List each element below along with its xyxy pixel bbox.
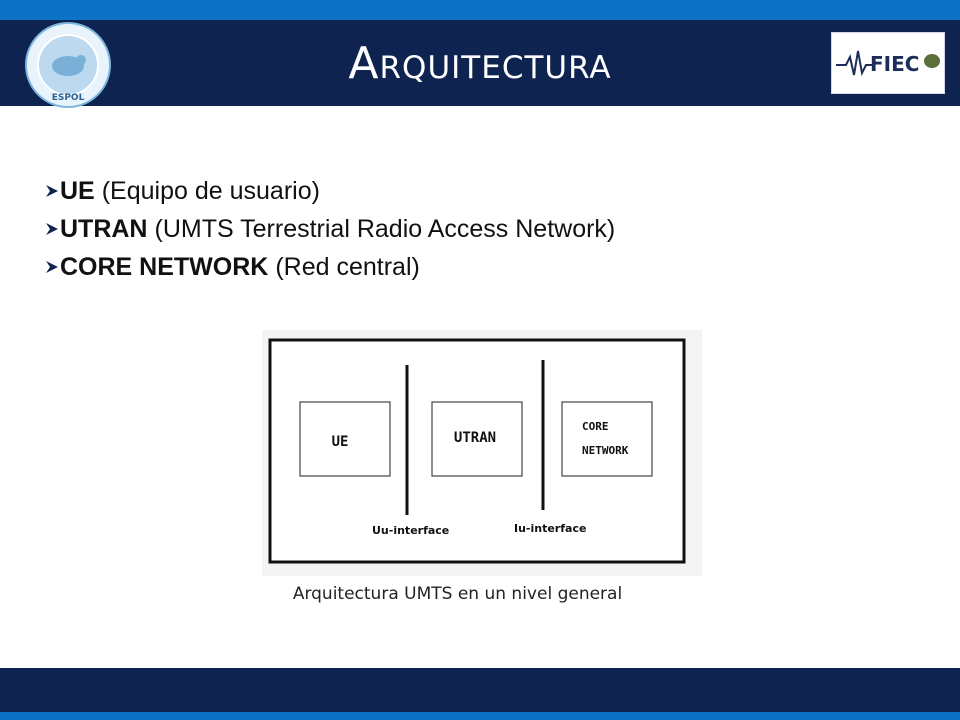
iu-interface-label: Iu-interface (514, 522, 586, 535)
utran-block (431, 401, 523, 477)
footer-bar (0, 668, 960, 712)
figure-caption: Arquitectura UMTS en un nivel general (0, 584, 960, 604)
network-label: NETWORK (582, 444, 629, 457)
footer-accent-strip (0, 712, 960, 720)
fiec-logo-text: FIEC (870, 52, 919, 76)
bullet-term: CORE NETWORK (60, 253, 269, 281)
bullet-item: CORE NETWORK(Red central) (44, 248, 824, 286)
uu-interface-label: Uu-interface (372, 524, 449, 537)
ue-block (299, 401, 391, 477)
arrow-bullet-icon (46, 223, 58, 235)
bullet-term: UTRAN (60, 215, 148, 243)
bullet-item: UE(Equipo de usuario) (44, 172, 824, 210)
bullet-list: UE(Equipo de usuario) UTRAN(UMTS Terrest… (44, 172, 824, 286)
caption-text: Arquitectura UMTS en un nivel general (292, 584, 623, 604)
umts-architecture-diagram: UE UTRAN CORE NETWORK Uu-interface Iu-in… (262, 330, 702, 576)
arrow-bullet-icon (46, 261, 58, 273)
header-accent-strip (0, 0, 960, 20)
bullet-term: UE (60, 177, 95, 205)
espol-seal-logo: ESPOL (25, 22, 111, 108)
seal-label: ESPOL (52, 93, 85, 103)
slide-header: Arquitectura (0, 20, 960, 106)
slide-title: Arquitectura (348, 37, 612, 89)
fiec-logo: FIEC (831, 32, 945, 94)
utran-label: UTRAN (454, 430, 496, 446)
bullet-description: (UMTS Terrestrial Radio Access Network) (154, 215, 616, 243)
core-label: CORE (582, 420, 609, 433)
bullet-description: (Equipo de usuario) (101, 177, 320, 205)
arrow-bullet-icon (46, 185, 58, 197)
bullet-description: (Red central) (275, 253, 420, 281)
ue-label: UE (332, 434, 349, 450)
core-network-block (561, 401, 653, 477)
bullet-item: UTRAN(UMTS Terrestrial Radio Access Netw… (44, 210, 824, 248)
